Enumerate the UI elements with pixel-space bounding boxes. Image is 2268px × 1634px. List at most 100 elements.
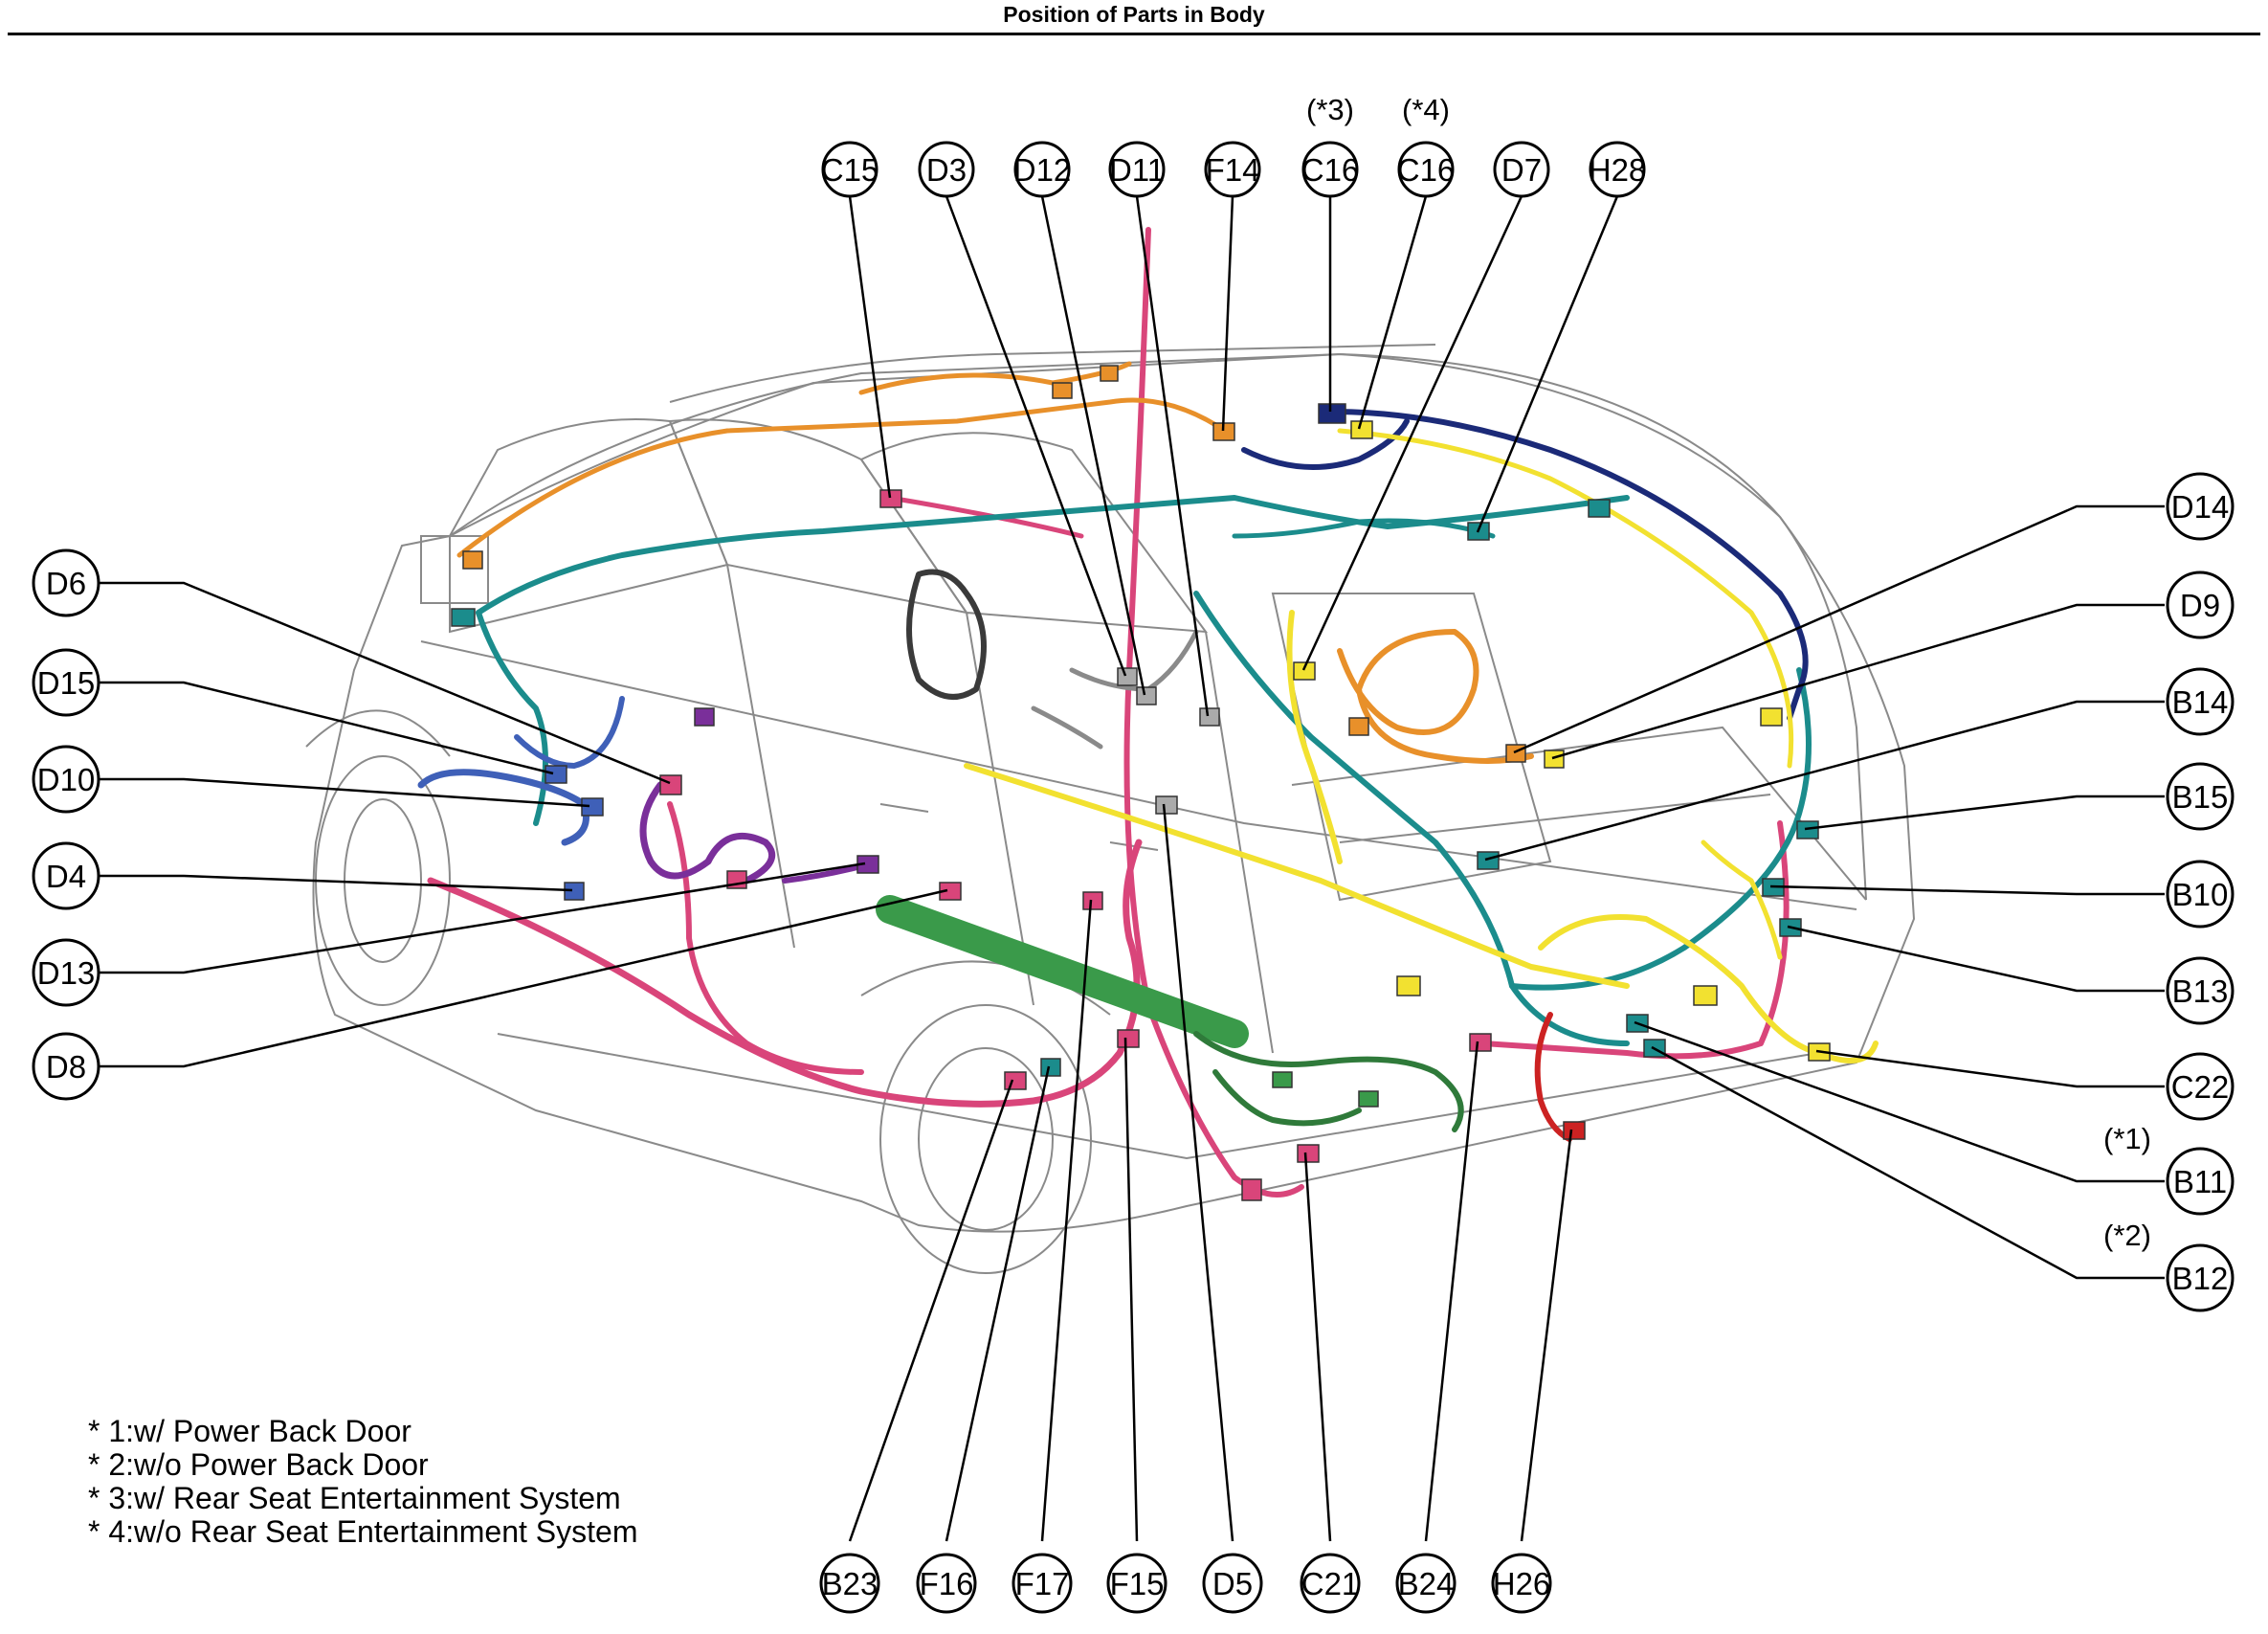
callout-label: D13 [37, 955, 96, 991]
leader-f17 [1040, 899, 1093, 1542]
leader-b15 [1804, 795, 2165, 831]
leader-d14 [1513, 504, 2165, 754]
connector-purple-1 [694, 707, 715, 727]
front-door-window [668, 418, 969, 615]
callout-note: (*1) [2103, 1122, 2151, 1155]
callout-d11: D11 [1108, 141, 1166, 198]
seat-outline [1271, 593, 1552, 902]
callout-note: (*4) [1402, 93, 1450, 126]
callout-d13: D13 [32, 938, 100, 1007]
connector-green-2 [1358, 1090, 1379, 1108]
orange-roof-harness [456, 397, 1228, 558]
callout-b10: B10 [2166, 860, 2235, 929]
connector-c21 [1297, 1144, 1320, 1163]
red-cargo-harness [1534, 1012, 1572, 1142]
callout-label: D10 [37, 762, 96, 797]
connector-b24 [1469, 1033, 1492, 1052]
callout-d6: D6 [32, 548, 100, 617]
callout-d14: D14 [2166, 472, 2235, 541]
callout-d12: D12 [1013, 141, 1072, 198]
callout-c22: C22 [2166, 1052, 2235, 1121]
connector-orange-top-2 [1100, 365, 1119, 382]
leader-f16 [945, 1065, 1051, 1542]
leader-d7 [1301, 195, 1523, 671]
leader-b13 [1787, 925, 2165, 993]
leader-c16b [1357, 195, 1428, 430]
callout-b13: B13 [2166, 956, 2235, 1025]
callout-note: (*3) [1306, 93, 1354, 126]
callout-c15: C15 [821, 141, 878, 198]
callout-label: H26 [1493, 1566, 1551, 1601]
green-floor-panel [876, 895, 1249, 1048]
callout-label: B13 [2172, 974, 2229, 1009]
footnote: * 4:w/o Rear Seat Entertainment System [88, 1514, 638, 1549]
callout-label: D4 [46, 859, 86, 894]
green-lower-harness [1212, 1069, 1362, 1127]
callout-label: B24 [1398, 1566, 1455, 1601]
leader-b14 [1484, 700, 2165, 862]
callout-label: H28 [1589, 152, 1647, 188]
callout-b14: B14 [2166, 667, 2235, 736]
callout-d10: D10 [32, 745, 100, 814]
yellow-seat-harness [1286, 610, 1343, 864]
callout-label: B15 [2172, 779, 2229, 815]
yellow-roof-harness [1337, 428, 1794, 769]
connector-h26 [1563, 1121, 1586, 1140]
connector-teal-front [451, 608, 476, 627]
connector-f17 [1082, 891, 1103, 910]
rocker-line [497, 1033, 1819, 1160]
leader-d6 [100, 581, 671, 785]
leader-c22 [1815, 1049, 2165, 1088]
callout-label: D9 [2180, 588, 2220, 623]
connector-green-1 [1272, 1071, 1293, 1088]
callout-d9: D9 [2166, 571, 2235, 639]
connector-orange-seat [1348, 717, 1369, 736]
rear-pillar-line [1205, 631, 1274, 1054]
connector-c16a [1318, 403, 1346, 424]
rear-wheel-inner [918, 1047, 1054, 1231]
callout-c21: C21 [1300, 1553, 1361, 1614]
front-pillar-line [726, 564, 795, 949]
callout-label: D11 [1109, 152, 1165, 188]
callout-label: F14 [1206, 152, 1260, 188]
leader-d8 [100, 888, 948, 1068]
body-silhouette [312, 352, 1916, 1233]
connector-d9 [1544, 750, 1565, 769]
callout-d4: D4 [32, 841, 100, 910]
front-wheel-inner [344, 798, 422, 963]
leader-d5 [1162, 803, 1234, 1542]
leader-f14 [1221, 195, 1234, 432]
footnote: * 2:w/o Power Back Door [88, 1447, 429, 1482]
footnote: * 1:w/ Power Back Door [88, 1414, 411, 1448]
callout-label: D6 [46, 566, 86, 601]
purple-lower-harness [782, 863, 864, 884]
callout-label: D14 [2171, 489, 2230, 525]
callout-label: D12 [1013, 152, 1072, 188]
leader-d9 [1551, 603, 2165, 760]
callout-label: D7 [1501, 152, 1542, 188]
callout-h28: H28 [1589, 141, 1647, 198]
gray-console-harness [1031, 705, 1103, 750]
side-mirror [420, 535, 489, 604]
callout-label: F15 [1110, 1566, 1165, 1601]
callout-d8: D8 [32, 1032, 100, 1101]
callout-c16a: C16 (*3) [1301, 93, 1359, 198]
callout-d5: D5 [1202, 1553, 1263, 1614]
leader-b10 [1769, 884, 2165, 896]
callout-f15: F15 [1106, 1553, 1167, 1614]
callout-d15: D15 [32, 648, 100, 717]
callout-b15: B15 [2166, 762, 2235, 831]
dark-console-harness [906, 569, 987, 700]
roof-panel [669, 344, 1436, 403]
connector-f15 [1117, 1029, 1140, 1048]
callout-label: B10 [2172, 877, 2229, 912]
connector-d10 [581, 797, 604, 817]
connector-pink-lower [1241, 1178, 1262, 1201]
navy-short-harness [1241, 418, 1410, 470]
connector-d3 [1117, 667, 1138, 686]
leader-h26 [1520, 1129, 1573, 1542]
yellow-floor-harness [964, 763, 1630, 989]
callout-b11: B11 (*1) [2103, 1122, 2235, 1216]
leader-b11 [1634, 1020, 2165, 1183]
leader-h28 [1476, 195, 1619, 533]
